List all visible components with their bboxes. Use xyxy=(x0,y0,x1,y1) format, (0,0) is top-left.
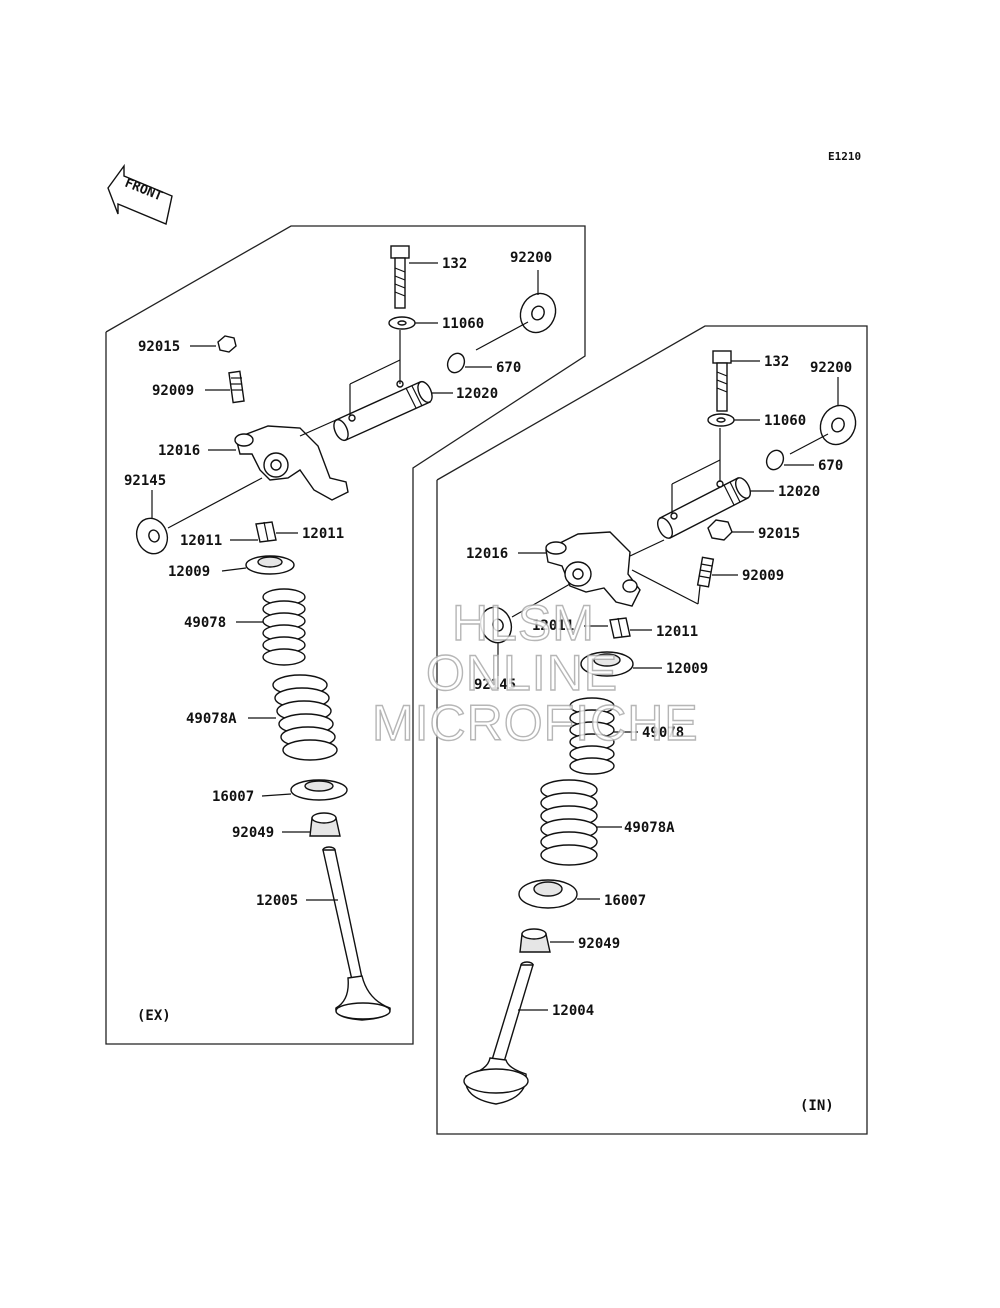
ex-shaft-12020 xyxy=(333,330,453,442)
in-label-92145: 92145 xyxy=(474,677,516,693)
in-label-92049: 92049 xyxy=(578,936,620,952)
ex-spring-49078A xyxy=(248,674,338,761)
in-label-49078: 49078 xyxy=(642,725,684,741)
in-washer-11060 xyxy=(707,413,760,427)
in-cotter-12011 xyxy=(584,617,652,639)
ex-label-12016: 12016 xyxy=(158,443,200,459)
ex-valve-12005 xyxy=(306,846,391,1021)
in-shaft-12020 xyxy=(656,428,774,539)
in-adjuster-92009 xyxy=(696,556,738,605)
watermark: HLSM ONLINE MICROFICHE xyxy=(371,594,699,751)
in-valve-12004 xyxy=(463,961,548,1105)
in-label-670: 670 xyxy=(818,458,843,474)
in-label-12004: 12004 xyxy=(552,1003,594,1019)
ex-label-92200: 92200 xyxy=(510,250,552,266)
in-rocker-arm-12016 xyxy=(518,531,699,607)
in-seat-16007 xyxy=(518,879,600,909)
ex-label-16007: 16007 xyxy=(212,789,254,805)
front-arrow-icon: FRONT xyxy=(107,163,173,225)
ex-label-670: 670 xyxy=(496,360,521,376)
in-label-12016: 12016 xyxy=(466,546,508,562)
in-spring-49078A xyxy=(540,779,622,866)
ex-label-92009: 92009 xyxy=(152,383,194,399)
diagram-code: E1210 xyxy=(828,150,861,163)
ex-bolt-132 xyxy=(390,245,438,309)
ex-nut-92015 xyxy=(190,335,237,353)
in-label-12020: 12020 xyxy=(778,484,820,500)
ex-label-49078: 49078 xyxy=(184,615,226,631)
ex-spring-49078 xyxy=(236,588,306,666)
in-oring-670 xyxy=(765,449,814,471)
ex-cotter-12011 xyxy=(230,521,298,543)
in-label-11060: 11060 xyxy=(764,413,806,429)
ex-label-92015: 92015 xyxy=(138,339,180,355)
ex-washer-92200 xyxy=(475,270,557,351)
in-label-92200: 92200 xyxy=(810,360,852,376)
ex-label-92049: 92049 xyxy=(232,825,274,841)
ex-label-12011-right: 12011 xyxy=(302,526,344,542)
in-label-12011-right: 12011 xyxy=(656,624,698,640)
in-group-label: (IN) xyxy=(800,1098,834,1114)
ex-label-12005: 12005 xyxy=(256,893,298,909)
ex-seal-92049 xyxy=(282,812,341,837)
in-label-132: 132 xyxy=(764,354,789,370)
in-label-92015: 92015 xyxy=(758,526,800,542)
ex-group-frame xyxy=(105,225,586,1045)
in-label-12009: 12009 xyxy=(666,661,708,677)
ex-label-12009: 12009 xyxy=(168,564,210,580)
part-labels: 132 92200 11060 92015 670 92009 12020 12… xyxy=(124,250,852,1114)
ex-seat-16007 xyxy=(261,779,348,801)
watermark-line-2: ONLINE xyxy=(426,645,618,701)
in-spring-49078 xyxy=(569,697,638,775)
in-nut-92015 xyxy=(707,519,754,541)
ex-washer-11060 xyxy=(388,316,438,330)
in-label-92009: 92009 xyxy=(742,568,784,584)
ex-label-11060: 11060 xyxy=(442,316,484,332)
ex-label-12011-left: 12011 xyxy=(180,533,222,549)
in-label-16007: 16007 xyxy=(604,893,646,909)
in-seal-92049 xyxy=(519,928,574,953)
ex-label-12020: 12020 xyxy=(456,386,498,402)
ex-washer-92145 xyxy=(135,477,263,555)
ex-rocker-arm-12016 xyxy=(208,419,349,501)
ex-oring-670 xyxy=(446,352,492,374)
in-washer-92145 xyxy=(479,583,571,676)
ex-label-49078A: 49078A xyxy=(186,711,237,727)
in-bolt-132 xyxy=(712,350,760,412)
ex-adjuster-92009 xyxy=(205,370,245,404)
in-label-49078A: 49078A xyxy=(624,820,675,836)
watermark-line-1: HLSM xyxy=(452,595,595,651)
in-group-frame xyxy=(436,325,868,1135)
in-label-12011-left: 12011 xyxy=(532,618,574,634)
ex-retainer-12009 xyxy=(221,555,295,575)
in-retainer-12009 xyxy=(580,651,662,677)
ex-label-92145: 92145 xyxy=(124,473,166,489)
watermark-line-3: MICROFICHE xyxy=(372,695,699,751)
in-washer-92200 xyxy=(789,377,857,455)
ex-group-label: (EX) xyxy=(137,1008,171,1024)
ex-label-132: 132 xyxy=(442,256,467,272)
